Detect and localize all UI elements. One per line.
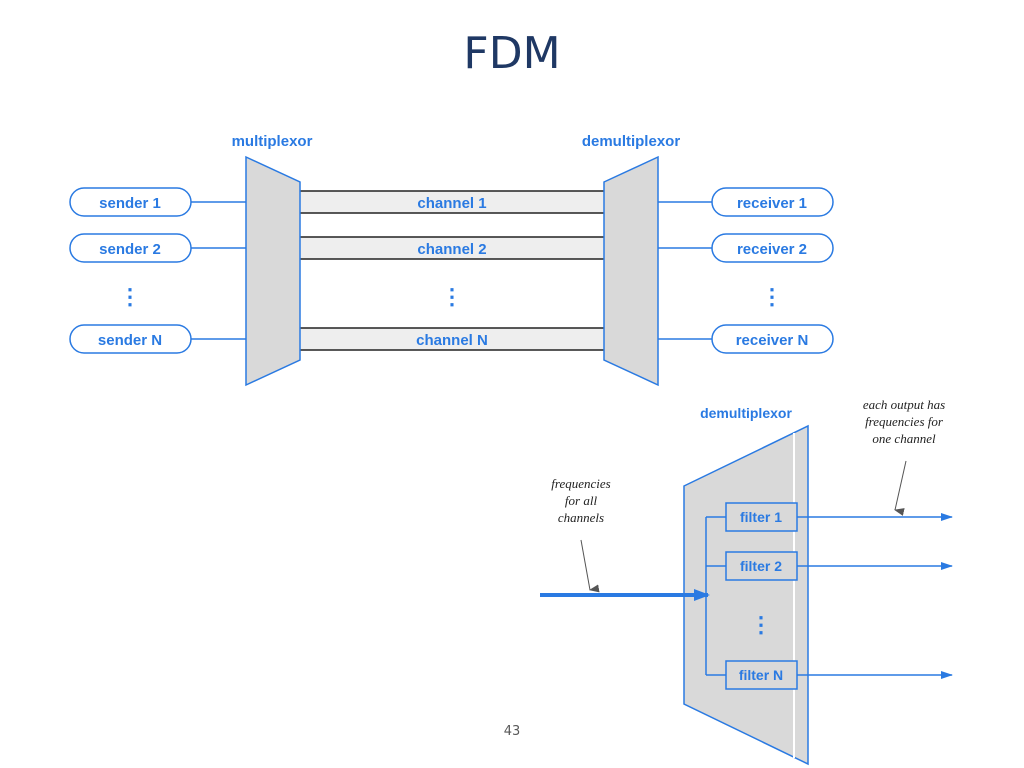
sender-ellipsis: ⋮ [119, 284, 141, 309]
output-note-line-1: each output has [863, 397, 945, 412]
channel-ellipsis: ⋮ [441, 284, 463, 309]
input-arrowhead [694, 589, 710, 601]
receiver-2-label: receiver 2 [737, 241, 807, 258]
sender-1: sender 1 [69, 187, 192, 217]
receiver-2: receiver 2 [711, 233, 834, 263]
filter-2-label: filter 2 [740, 558, 782, 574]
output-note-line-2: frequencies for [865, 414, 944, 429]
receiver-1: receiver 1 [711, 187, 834, 217]
channel-label-1: channel 1 [417, 195, 486, 212]
filter-1-label: filter 1 [740, 509, 782, 525]
demultiplexor-shape [603, 155, 659, 387]
filter-1: filter 1 [725, 502, 798, 532]
filter-ellipsis: ⋮ [750, 612, 772, 637]
slide-title: FDM [463, 28, 561, 79]
filter-n: filter N [725, 660, 798, 690]
sender-2: sender 2 [69, 233, 192, 263]
receiver-1-label: receiver 1 [737, 195, 807, 212]
input-note-line-2: for all [565, 493, 598, 508]
filter-n-label: filter N [739, 667, 783, 683]
output-note-pointer [894, 460, 907, 516]
receiver-n-label: receiver N [736, 332, 809, 349]
input-note-line-1: frequencies [551, 476, 610, 491]
sender-1-label: sender 1 [99, 195, 161, 212]
channel-band-n [300, 327, 604, 351]
receiver-ellipsis: ⋮ [761, 284, 783, 309]
filter-2: filter 2 [725, 551, 798, 581]
demultiplexor-label: demultiplexor [582, 133, 681, 150]
sender-2-label: sender 2 [99, 241, 161, 258]
input-note: frequencies for all channels [551, 476, 610, 525]
multiplexor-shape [245, 155, 301, 387]
output-note: each output has frequencies for one chan… [863, 397, 945, 446]
sender-n: sender N [69, 324, 192, 354]
output-note-line-3: one channel [872, 431, 936, 446]
channel-label-2: channel 2 [417, 241, 486, 258]
receiver-n: receiver N [711, 324, 834, 354]
channel-band-2 [300, 236, 604, 260]
input-note-pointer [580, 539, 600, 593]
bottom-demultiplexor-label: demultiplexor [700, 405, 792, 421]
channel-band-1 [300, 190, 604, 214]
sender-n-label: sender N [98, 332, 162, 349]
channel-label-n: channel N [416, 332, 488, 349]
page-number: 43 [503, 724, 521, 739]
input-note-line-3: channels [558, 510, 604, 525]
multiplexor-label: multiplexor [232, 133, 313, 150]
